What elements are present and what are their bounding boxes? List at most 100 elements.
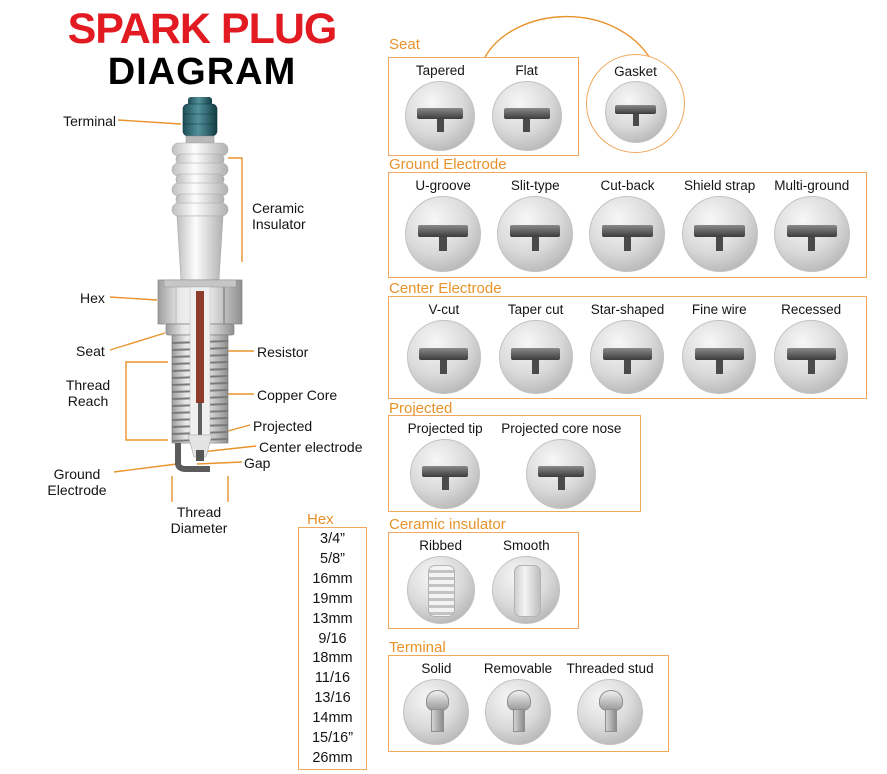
terminal-stem-shape <box>512 708 526 732</box>
page-title: SPARK PLUG DIAGRAM <box>62 6 342 92</box>
electrode-tip-shape <box>557 476 565 490</box>
electrode-shape <box>694 225 745 237</box>
hex-size-item: 9/16 <box>318 630 347 647</box>
section-box-ceramic-insulator: Ribbed Smooth <box>388 532 579 629</box>
variant-v-cut: V-cut <box>406 302 481 394</box>
section-box-projected: Projected tip Projected core nose <box>388 415 641 512</box>
variant-seat-flat: Flat <box>491 63 562 151</box>
variant-ribbed: Ribbed <box>406 538 475 624</box>
electrode-tip-shape <box>523 118 531 132</box>
seat-flat-image <box>491 81 562 151</box>
solid-image <box>403 679 470 745</box>
hex-sizes-header: Hex <box>307 511 334 528</box>
section-header-center-electrode: Center Electrode <box>389 280 502 297</box>
electrode-shape <box>602 225 653 237</box>
section-header-projected: Projected <box>389 400 453 417</box>
cut-back-image <box>589 196 666 272</box>
variant-smooth: Smooth <box>492 538 561 624</box>
section-header-ceramic-insulator: Ceramic insulator <box>389 516 506 533</box>
section-box-center-electrode: V-cut Taper cut Star-shaped Fine wire Re… <box>388 296 867 399</box>
label-thread-reach: Thread Reach <box>65 377 111 409</box>
label-ground-electrode: Ground Electrode <box>47 466 107 498</box>
terminal-stem-shape <box>431 708 444 732</box>
section-box-ground-electrode: U-groove Slit-type Cut-back Shield strap… <box>388 172 867 278</box>
section-header-ground-electrode: Ground Electrode <box>389 156 507 173</box>
variant-seat-gasket: Gasket <box>586 54 685 153</box>
hex-size-item: 16mm <box>312 570 353 587</box>
electrode-shape <box>538 465 585 477</box>
variant-solid: Solid <box>403 661 470 745</box>
variant-projected-tip: Projected tip <box>408 421 483 509</box>
u-groove-image <box>405 196 482 272</box>
electrode-shape <box>615 104 656 115</box>
electrode-shape <box>417 225 469 237</box>
label-center-electrode: Center electrode <box>259 439 363 455</box>
hex-size-item: 13/16 <box>314 690 351 707</box>
electrode-tip-shape <box>715 359 723 374</box>
threaded-stud-image <box>577 679 644 745</box>
hex-size-item: 13mm <box>312 610 353 627</box>
electrode-tip-shape <box>808 236 816 251</box>
hex-size-item: 14mm <box>312 710 353 727</box>
variant-u-groove: U-groove <box>405 178 482 272</box>
hex-size-item: 15/16” <box>311 730 354 747</box>
variant-star-shaped: Star-shaped <box>590 302 665 394</box>
electrode-tip-shape <box>436 118 444 132</box>
electrode-tip-shape <box>440 359 448 374</box>
electrode-shape <box>603 348 652 360</box>
electrode-tip-shape <box>623 359 632 374</box>
label-resistor: Resistor <box>257 344 309 360</box>
label-terminal: Terminal <box>63 113 116 129</box>
electrode-shape <box>510 225 561 237</box>
variant-cut-back: Cut-back <box>589 178 666 272</box>
recessed-image <box>774 320 849 394</box>
hex-size-item: 11/16 <box>314 670 351 687</box>
section-box-seat: Tapered Flat <box>388 57 579 156</box>
hex-size-item: 19mm <box>312 590 353 607</box>
electrode-shape <box>503 107 550 119</box>
seat-gasket-image <box>604 81 667 143</box>
variant-recessed: Recessed <box>774 302 849 394</box>
section-header-terminal: Terminal <box>389 639 446 656</box>
electrode-tip-shape <box>807 359 815 374</box>
electrode-shape <box>786 348 836 360</box>
title-line1: SPARK PLUG <box>67 5 338 53</box>
electrode-tip-shape <box>715 236 724 251</box>
electrode-shape <box>419 348 469 360</box>
electrode-tip-shape <box>532 359 540 374</box>
label-copper-core: Copper Core <box>257 387 338 403</box>
multi-ground-image <box>773 196 850 272</box>
seat-tapered-image <box>405 81 476 151</box>
projected-core-nose-image <box>526 439 597 509</box>
title-line2: DIAGRAM <box>107 51 297 93</box>
label-ceramic-insulator: Ceramic Insulator <box>252 200 306 232</box>
insulator-shape <box>513 564 541 618</box>
projected-tip-image <box>410 439 481 509</box>
shield-strap-image <box>681 196 758 272</box>
variant-slit-type: Slit-type <box>497 178 574 272</box>
fine-wire-image <box>682 320 757 394</box>
terminal-stem-shape <box>604 708 618 732</box>
hex-size-item: 3/4” <box>320 531 345 547</box>
electrode-shape <box>422 465 469 477</box>
variant-shield-strap: Shield strap <box>681 178 758 272</box>
electrode-tip-shape <box>632 114 639 126</box>
label-gap: Gap <box>244 455 271 471</box>
section-box-terminal: Solid Removable Threaded stud <box>388 655 669 752</box>
label-hex: Hex <box>80 290 105 306</box>
hex-size-item: 26mm <box>312 749 353 766</box>
variant-threaded-stud: Threaded stud <box>567 661 654 745</box>
label-projected: Projected <box>253 418 313 434</box>
electrode-shape <box>694 348 744 360</box>
electrode-tip-shape <box>441 476 449 490</box>
hex-sizes-list: 3/4” 5/8” 16mm 19mm 13mm 9/16 18mm 11/16… <box>298 527 367 770</box>
electrode-shape <box>417 107 464 119</box>
variant-seat-tapered: Tapered <box>405 63 476 151</box>
variant-multi-ground: Multi-ground <box>773 178 850 272</box>
removable-image <box>484 679 551 745</box>
variant-taper-cut: Taper cut <box>498 302 573 394</box>
electrode-tip-shape <box>439 236 447 251</box>
label-thread-diameter: Thread Diameter <box>170 504 228 536</box>
label-seat: Seat <box>76 343 105 359</box>
